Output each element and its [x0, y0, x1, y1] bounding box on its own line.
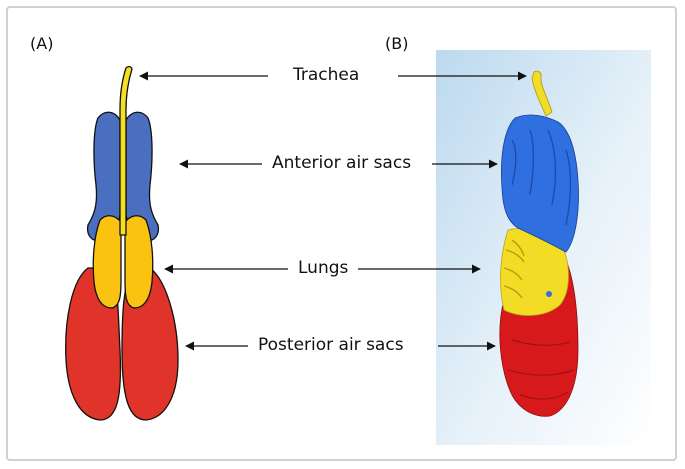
- schematic-anterior-air-sac-left: [86, 111, 121, 242]
- schematic-lung-right: [124, 215, 154, 309]
- panel-b-label: (B): [385, 34, 409, 53]
- label-anterior-air-sacs: Anterior air sacs: [272, 153, 412, 173]
- schematic-trachea: [119, 65, 133, 236]
- schematic-diagram: [65, 65, 179, 421]
- label-lungs: Lungs: [298, 258, 349, 278]
- schematic-anterior-air-sac-right: [125, 111, 160, 242]
- scan-anterior-air-sacs: [501, 114, 579, 253]
- schematic-lung-left: [92, 215, 122, 309]
- panel-a-label: (A): [30, 34, 54, 53]
- ct-scan-rendering: [499, 70, 579, 417]
- scan-trachea: [531, 70, 553, 117]
- label-posterior-air-sacs: Posterior air sacs: [258, 335, 404, 355]
- arrows: [139, 71, 527, 351]
- label-trachea: Trachea: [293, 65, 360, 85]
